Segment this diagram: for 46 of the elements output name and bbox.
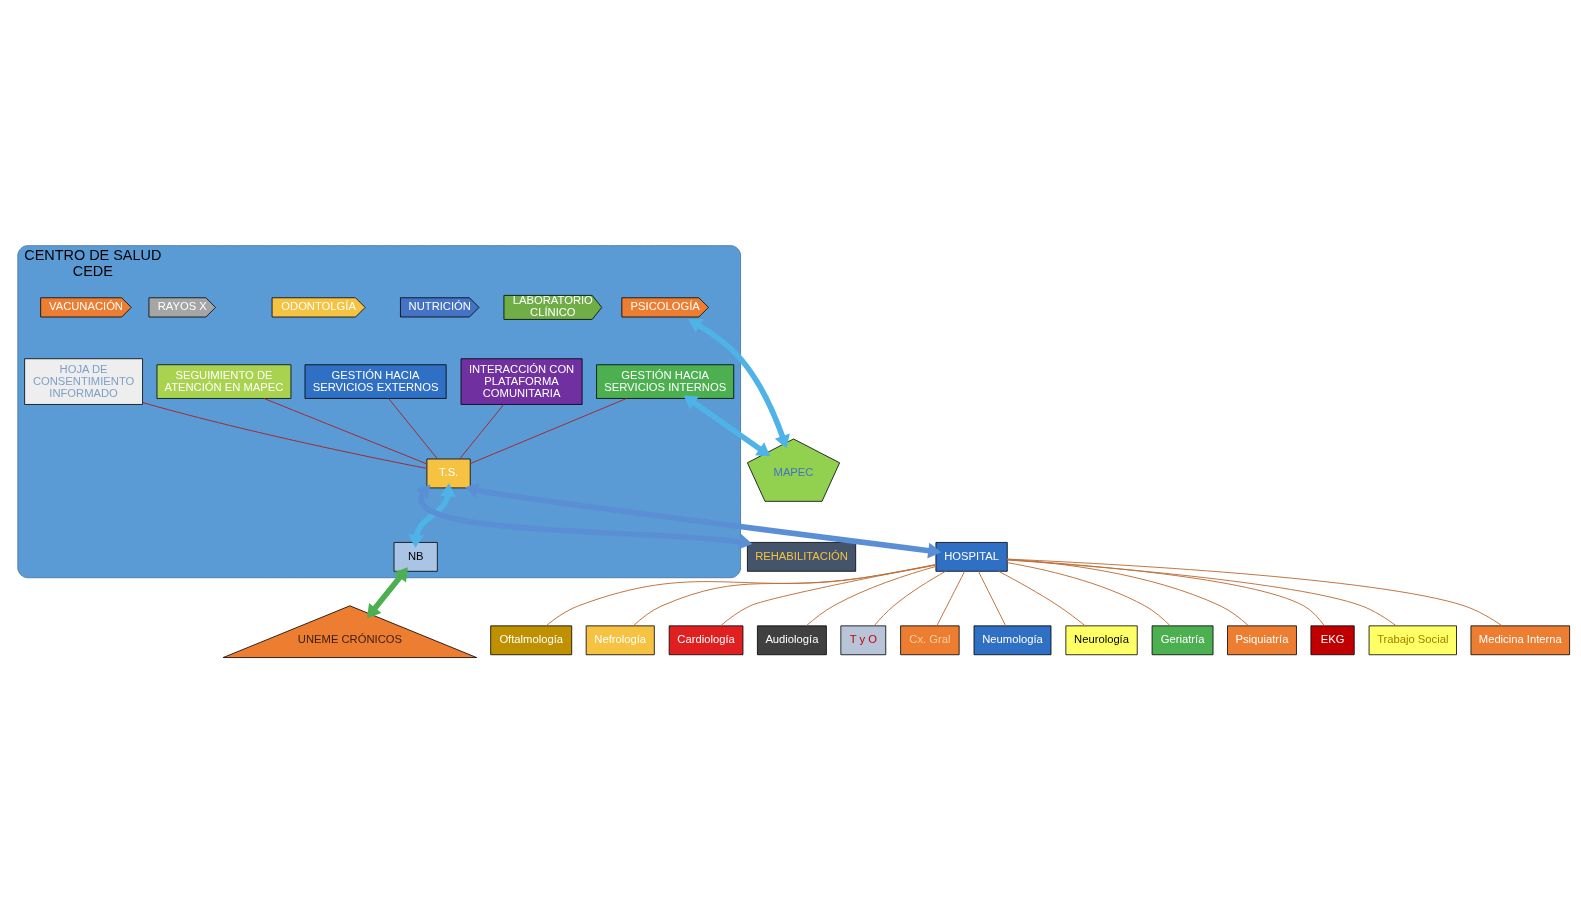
node-box: SEGUIMIENTO DE ATENCIÓN EN MAPEC: [156, 364, 292, 399]
connector: [633, 564, 937, 626]
node-box: REHABILITACIÓN: [747, 542, 857, 572]
arrow: [415, 484, 753, 550]
connector: [388, 398, 438, 460]
connector: [1007, 559, 1325, 626]
node-box: Geriatría: [1151, 625, 1214, 656]
node-box: T.S.: [426, 458, 471, 489]
connector: [805, 566, 937, 627]
node-box: EKG: [1310, 625, 1355, 656]
node-box: GESTIÓN HACIA SERVICIOS EXTERNOS: [304, 364, 447, 399]
connector: [1007, 562, 1171, 627]
node-box: HOJA DE CONSENTIMIENTO INFORMADO: [24, 358, 143, 405]
node-box: Psiquiatría: [1227, 625, 1297, 656]
node-box: GESTIÓN HACIA SERVICIOS INTERNOS: [596, 364, 735, 399]
connector: [720, 564, 937, 626]
node-box: Cardiología: [668, 625, 744, 656]
node-box: Cx. Gral: [900, 625, 960, 656]
arrow: [408, 483, 456, 548]
arrow: [688, 318, 790, 449]
arrow: [367, 567, 408, 619]
node-box: Oftalmología: [490, 625, 573, 656]
node-box: Neurología: [1065, 625, 1138, 656]
connector: [873, 570, 946, 627]
node-box: T y O: [840, 625, 887, 656]
node-box: Neumología: [973, 625, 1052, 656]
node-box: HOSPITAL: [935, 542, 1008, 572]
arrow: [465, 482, 942, 559]
connector: [545, 564, 937, 627]
node-box: Audiología: [757, 625, 827, 656]
node-box: Medicina Interna: [1470, 625, 1570, 656]
connector: [998, 570, 1086, 627]
node-box: INTERACCIÓN CON PLATAFORMA COMUNITARIA: [460, 358, 583, 405]
connector: [978, 571, 1007, 627]
node-box: Nefrología: [585, 625, 655, 656]
connector: [459, 404, 505, 460]
node-box: NB: [393, 542, 438, 572]
connector: [1006, 559, 1397, 627]
arrow: [683, 395, 771, 457]
connector: [936, 571, 965, 627]
connector: [469, 398, 627, 464]
connector: [263, 398, 428, 465]
node-box: Trabajo Social: [1368, 625, 1457, 656]
connector: [1006, 558, 1503, 627]
connector: [142, 402, 428, 469]
connector: [1006, 558, 1249, 627]
